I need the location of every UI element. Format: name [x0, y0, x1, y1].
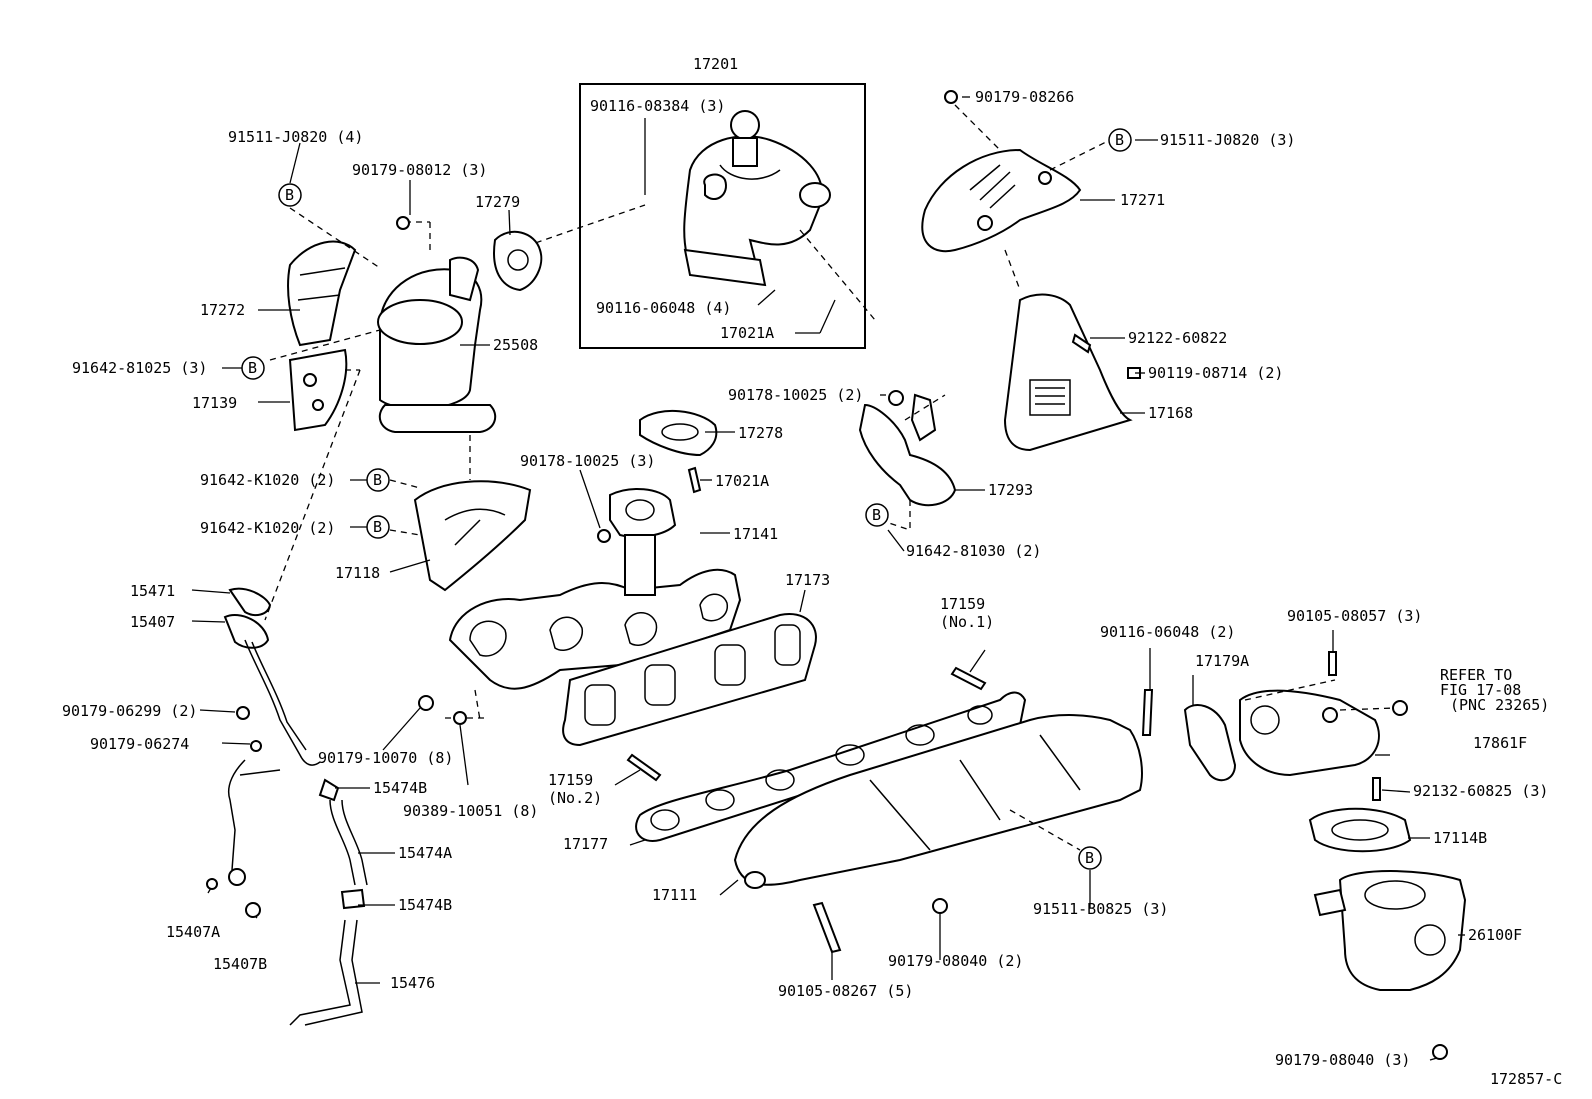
bolt-marker-b: B	[1085, 849, 1094, 867]
label-90389-10051: 90389-10051 (8)	[403, 802, 538, 820]
bolt-marker-b: B	[248, 359, 257, 377]
bolt-marker-b: B	[872, 506, 881, 524]
label-15474a: 15474A	[398, 844, 452, 862]
label-90116-08384: 90116-08384 (3)	[590, 97, 725, 115]
label-no2: (No.2)	[548, 789, 602, 807]
label-17114b: 17114B	[1433, 829, 1487, 847]
label-17159-no2: 17159	[548, 771, 593, 789]
label-17278: 17278	[738, 424, 783, 442]
label-90105-08057: 90105-08057 (3)	[1287, 607, 1422, 625]
label-25508: 25508	[493, 336, 538, 354]
label-90119-08714: 90119-08714 (2)	[1148, 364, 1283, 382]
label-17021a-b: 17021A	[715, 472, 769, 490]
label-15474b-b: 15474B	[398, 896, 452, 914]
label-15407a: 15407A	[166, 923, 220, 941]
oil-pipe-assembly	[206, 587, 368, 1026]
label-91511-j0820-4: 91511-J0820 (4)	[228, 128, 363, 146]
turbocharger-assembly	[579, 83, 876, 349]
label-17159-no1: 17159	[940, 595, 985, 613]
diagram-id: 172857-C	[1490, 1070, 1562, 1088]
label-17271: 17271	[1120, 191, 1165, 209]
label-17861f: 17861F	[1473, 734, 1527, 752]
bracket-17293	[858, 390, 957, 531]
bolt-markers: B B B B B B B	[241, 128, 1132, 870]
label-17201: 17201	[693, 55, 738, 73]
gasket-17278	[639, 409, 718, 457]
label-15476: 15476	[390, 974, 435, 992]
label-91642-k1020-b: 91642-K1020 (2)	[200, 519, 335, 537]
label-17139: 17139	[192, 394, 237, 412]
label-17173: 17173	[785, 571, 830, 589]
label-90179-08040-3: 90179-08040 (3)	[1275, 1051, 1410, 1069]
label-90116-06048-2: 90116-06048 (2)	[1100, 623, 1235, 641]
label-refer-to: REFER TO	[1440, 666, 1512, 684]
label-15474b-a: 15474B	[373, 779, 427, 797]
label-15471: 15471	[130, 582, 175, 600]
label-90178-10025-3: 90178-10025 (3)	[520, 452, 655, 470]
bolt-marker-b: B	[373, 471, 382, 489]
label-92122-60822: 92122-60822	[1128, 329, 1227, 347]
label-90179-08040-2: 90179-08040 (2)	[888, 952, 1023, 970]
heat-insulator-17271	[921, 90, 1111, 291]
label-91511-j0820-3: 91511-J0820 (3)	[1160, 131, 1295, 149]
label-17111: 17111	[652, 886, 697, 904]
leader-lines	[191, 96, 1465, 1061]
label-90179-08266: 90179-08266	[975, 88, 1074, 106]
intake-manifold-17111	[635, 691, 1143, 889]
label-90179-10070: 90179-10070 (8)	[318, 749, 453, 767]
label-92132-60825: 92132-60825 (3)	[1413, 782, 1548, 800]
converter-assembly	[264, 204, 646, 621]
label-17168: 17168	[1148, 404, 1193, 422]
label-90179-06299: 90179-06299 (2)	[62, 702, 197, 720]
gasket-17279	[493, 230, 543, 292]
label-15407b: 15407B	[213, 955, 267, 973]
label-17272: 17272	[200, 301, 245, 319]
exhaust-manifold-17141	[445, 488, 742, 721]
label-26100f: 26100F	[1468, 926, 1522, 944]
stay-17118	[389, 435, 532, 592]
label-15407: 15407	[130, 613, 175, 631]
label-90178-10025-2: 90178-10025 (2)	[728, 386, 863, 404]
label-no1: (No.1)	[940, 613, 994, 631]
gasket-17173	[562, 613, 817, 747]
label-17179a: 17179A	[1195, 652, 1249, 670]
label-90116-06048-4: 90116-06048 (4)	[596, 299, 731, 317]
label-17279: 17279	[475, 193, 520, 211]
throttle-assembly	[1183, 679, 1467, 1060]
label-90105-08267: 90105-08267 (5)	[778, 982, 913, 1000]
label-pnc: (PNC 23265)	[1450, 696, 1549, 714]
label-91642-k1020-a: 91642-K1020 (2)	[200, 471, 335, 489]
label-17293: 17293	[988, 481, 1033, 499]
label-fig: FIG 17-08	[1440, 681, 1521, 699]
fasteners	[396, 216, 1381, 954]
label-17118: 17118	[335, 564, 380, 582]
label-90179-08012: 90179-08012 (3)	[352, 161, 487, 179]
label-91642-81025: 91642-81025 (3)	[72, 359, 207, 377]
label-17021a: 17021A	[720, 324, 774, 342]
bolt-marker-b: B	[1115, 131, 1124, 149]
label-91642-81030: 91642-81030 (2)	[906, 542, 1041, 560]
label-17177: 17177	[563, 835, 608, 853]
part-labels: 17201 90116-08384 (3) 90116-06048 (4) 17…	[62, 55, 1562, 1088]
label-90179-06274: 90179-06274	[90, 735, 189, 753]
label-91511-b0825: 91511-B0825 (3)	[1033, 900, 1168, 918]
bolt-marker-b: B	[373, 518, 382, 536]
heat-insulator-17168	[1003, 293, 1141, 452]
bolt-marker-b: B	[285, 186, 294, 204]
label-17141: 17141	[733, 525, 778, 543]
